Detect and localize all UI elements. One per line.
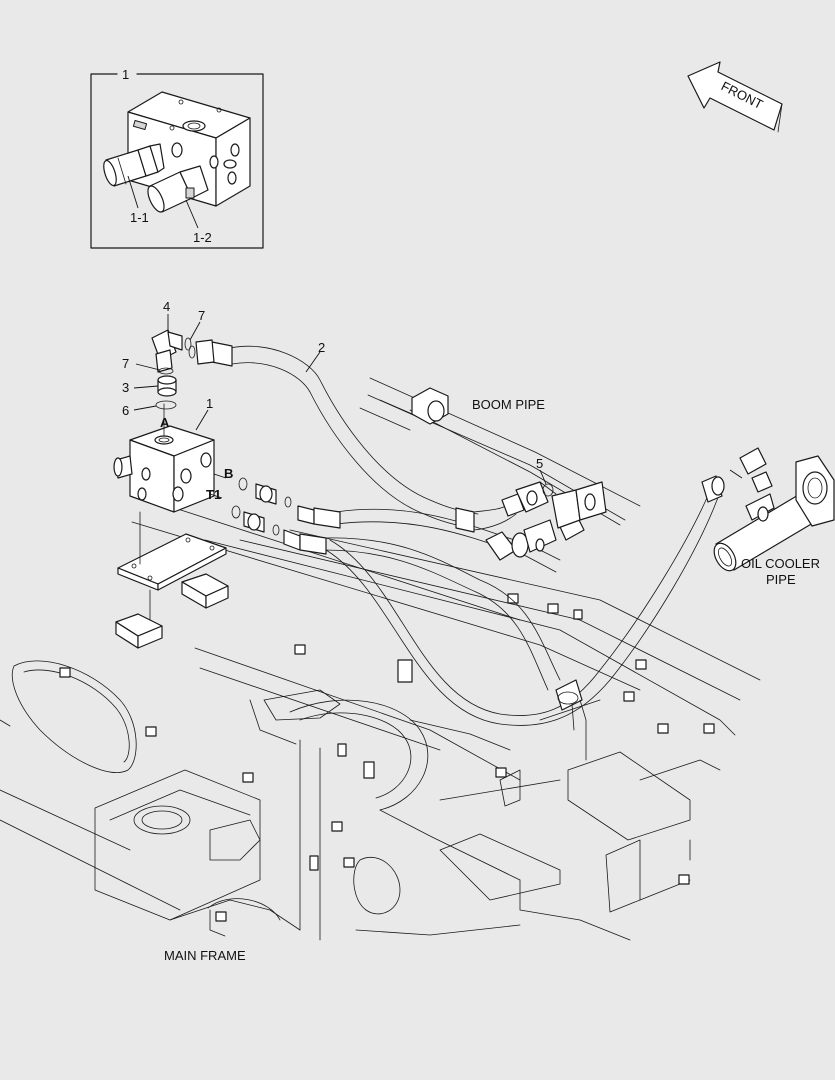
callout-1-1: 1-1: [130, 210, 149, 225]
leader-1-1: [127, 175, 139, 209]
callout-inset-1: 1: [122, 67, 129, 82]
port-t1: T1: [206, 487, 221, 502]
boom-pipe-label: BOOM PIPE: [472, 397, 545, 412]
inset-solenoid-1-1: [103, 143, 165, 187]
callout-7-upper: 7: [198, 308, 205, 323]
front-arrow: FRONT: [687, 61, 783, 133]
oil-cooler-hose: [325, 475, 725, 761]
port-a: A: [160, 415, 170, 430]
callout-3: 3: [122, 380, 129, 395]
leader-1-2: [185, 199, 199, 229]
callout-1-2: 1-2: [193, 230, 212, 245]
inset-solenoid-1-2: [147, 165, 209, 213]
callout-5: 5: [536, 456, 543, 471]
callout-6: 6: [122, 403, 129, 418]
oil-cooler-label-line2: PIPE: [766, 572, 796, 587]
valve-assembly: [113, 329, 229, 649]
inset-frame: [90, 73, 264, 249]
oil-cooler-label-line1: OIL COOLER: [741, 556, 820, 571]
hose-2: [188, 339, 607, 533]
callout-2: 2: [318, 340, 325, 355]
callout-4: 4: [163, 299, 170, 314]
callout-1: 1: [206, 396, 213, 411]
inset-detail: 1: [90, 67, 264, 249]
frame-bolts: [59, 593, 715, 922]
callout-7-lower: 7: [122, 356, 129, 371]
oil-cooler-pipe: [713, 447, 835, 572]
main-frame-label: MAIN FRAME: [164, 948, 246, 963]
callouts: 4 7 7 3 6 1 2 5 A B T1: [122, 299, 554, 502]
port-b: B: [224, 466, 233, 481]
